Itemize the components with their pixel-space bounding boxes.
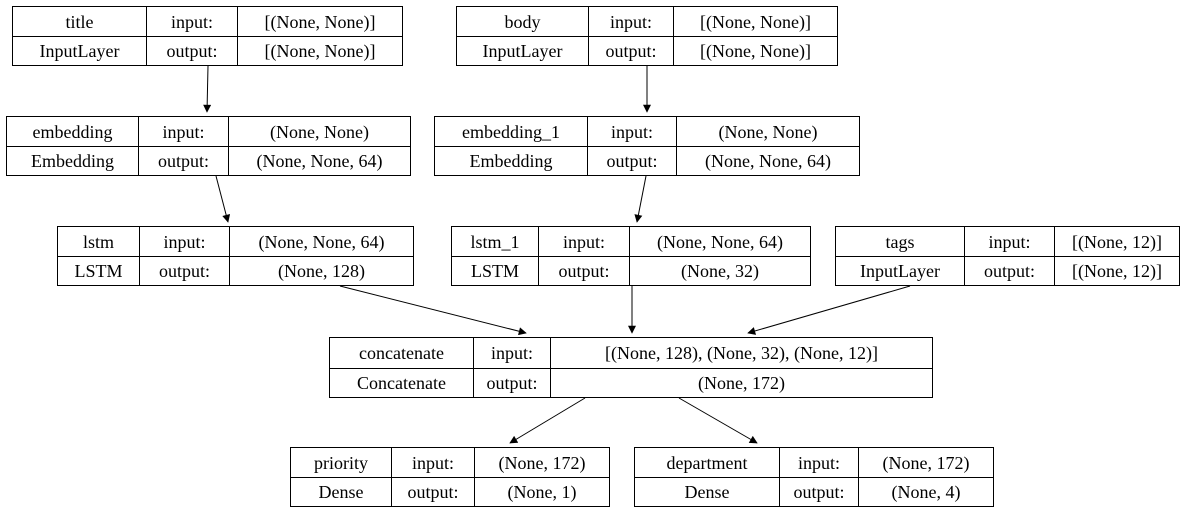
input-shape: (None, None, 64): [629, 227, 810, 256]
output-shape: (None, None, 64): [676, 146, 859, 175]
input-label: input:: [779, 448, 858, 477]
input-shape: (None, 172): [858, 448, 993, 477]
layer-type: InputLayer: [13, 36, 146, 65]
layer-name: concatenate: [359, 342, 444, 363]
input-shape: [(None, None)]: [237, 7, 402, 36]
edge-tags-concatenate: [747, 285, 911, 335]
input-label: input:: [139, 227, 229, 256]
layer-type: Embedding: [435, 146, 587, 175]
layer-name: lstm: [82, 231, 114, 252]
input-label: input:: [538, 227, 629, 256]
input-shape: (None, 172): [474, 448, 609, 477]
input-label: input:: [473, 338, 550, 368]
output-shape: [(None, None)]: [673, 36, 837, 65]
input-shape: (None, None): [228, 117, 410, 146]
output-label: output:: [146, 36, 237, 65]
input-shape: [(None, 12)]: [1054, 227, 1179, 256]
input-label: input:: [964, 227, 1054, 256]
input-label: input:: [391, 448, 474, 477]
node-embedding_1: embedding_1 input: (None, None) Embeddin…: [434, 116, 860, 176]
output-label: output:: [587, 146, 676, 175]
layer-type: LSTM: [58, 256, 139, 285]
layer-type: InputLayer: [836, 256, 964, 285]
output-shape: (None, 172): [550, 367, 932, 397]
node-tags: tags input: [(None, 12)] InputLayer outp…: [835, 226, 1180, 286]
input-label: input:: [588, 7, 673, 36]
layer-type: Concatenate: [330, 367, 473, 398]
node-priority: priority input: (None, 172) Dense output…: [290, 447, 610, 507]
layer-name: tags: [885, 231, 915, 252]
output-label: output:: [538, 256, 629, 285]
output-label: output:: [588, 36, 673, 65]
input-label: input:: [587, 117, 676, 146]
edge-concatenate-department: [678, 397, 758, 444]
layer-type: Dense: [635, 477, 779, 506]
layer-name: priority: [314, 452, 368, 473]
output-label: output:: [779, 477, 858, 506]
output-shape: (None, 128): [229, 256, 413, 285]
output-label: output:: [964, 256, 1054, 285]
layer-name: embedding_1: [462, 121, 560, 142]
output-shape: (None, 32): [629, 256, 810, 285]
output-shape: (None, 1): [474, 477, 609, 506]
input-shape: (None, None, 64): [229, 227, 413, 256]
node-concatenate: concatenate input: [(None, 128), (None, …: [329, 337, 933, 398]
edge-concatenate-priority: [509, 397, 586, 444]
input-shape: (None, None): [676, 117, 859, 146]
edge-embedding-lstm: [215, 175, 231, 223]
input-shape: [(None, None)]: [673, 7, 837, 36]
layer-type: Embedding: [7, 146, 138, 175]
node-department: department input: (None, 172) Dense outp…: [634, 447, 994, 507]
input-label: input:: [146, 7, 237, 36]
node-body: body input: [(None, None)] InputLayer ou…: [456, 6, 838, 66]
output-label: output:: [391, 477, 474, 506]
output-shape: [(None, 12)]: [1054, 256, 1179, 285]
layer-type: InputLayer: [457, 36, 588, 65]
layer-name: body: [504, 11, 541, 32]
edge-title-embedding: [203, 65, 212, 113]
output-label: output:: [138, 146, 228, 175]
node-embedding: embedding input: (None, None) Embedding …: [6, 116, 411, 176]
input-shape: [(None, 128), (None, 32), (None, 12)]: [550, 338, 932, 368]
node-lstm: lstm input: (None, None, 64) LSTM output…: [57, 226, 414, 286]
node-title: title input: [(None, None)] InputLayer o…: [12, 6, 403, 66]
output-label: output:: [473, 367, 550, 397]
output-label: output:: [139, 256, 229, 285]
edge-lstm-concatenate: [339, 285, 527, 336]
edge-embedding_1-lstm_1: [634, 175, 647, 223]
layer-type: LSTM: [452, 256, 538, 285]
output-shape: (None, 4): [858, 477, 993, 506]
layer-name: title: [65, 11, 94, 32]
layer-name: embedding: [32, 121, 113, 142]
layer-name: lstm_1: [470, 231, 520, 252]
layer-name: department: [666, 452, 748, 473]
node-lstm_1: lstm_1 input: (None, None, 64) LSTM outp…: [451, 226, 811, 286]
input-label: input:: [138, 117, 228, 146]
output-shape: (None, None, 64): [228, 146, 410, 175]
layer-type: Dense: [291, 477, 391, 506]
output-shape: [(None, None)]: [237, 36, 402, 65]
